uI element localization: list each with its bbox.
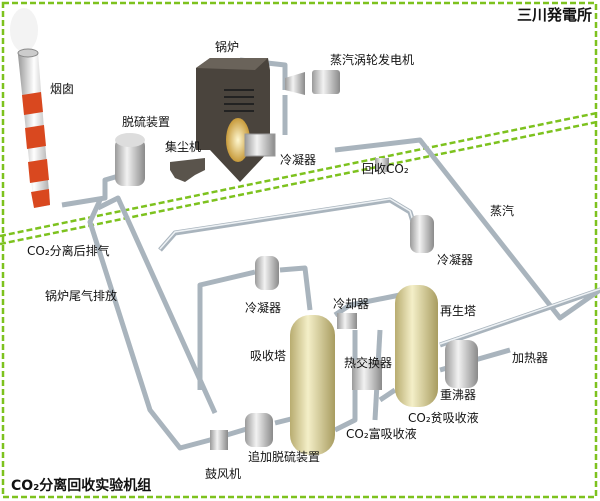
label-reboiler: 重沸器 bbox=[440, 388, 477, 402]
condenser-left-unit bbox=[255, 256, 279, 290]
unit-title: CO₂分离回收实验机组 bbox=[11, 478, 152, 494]
absorber-tower bbox=[290, 315, 335, 455]
label-co2-recovery: 回收CO₂ bbox=[362, 162, 409, 176]
label-heat-exchanger: 热交换器 bbox=[344, 356, 393, 370]
label-blower: 鼓风机 bbox=[205, 467, 242, 481]
label-boiler-exhaust: 锅炉尾气排放 bbox=[45, 289, 118, 303]
label-extra-desulfurization: 追加脱硫装置 bbox=[248, 450, 321, 464]
label-condenser-right: 冷凝器 bbox=[437, 253, 474, 267]
label-lean-solution: CO₂贫吸收液 bbox=[408, 411, 479, 425]
reboiler bbox=[445, 340, 478, 388]
label-chimney: 烟囱 bbox=[50, 82, 75, 96]
plant-title: 三川発電所 bbox=[517, 6, 593, 24]
condenser-right-unit bbox=[410, 215, 434, 253]
label-condenser-top: 冷凝器 bbox=[280, 153, 317, 167]
label-regenerator: 再生塔 bbox=[440, 304, 477, 318]
chimney bbox=[10, 8, 50, 208]
label-desulfurization: 脱硫装置 bbox=[122, 115, 171, 129]
label-cooler: 冷却器 bbox=[333, 297, 370, 311]
boundary-line-upper bbox=[0, 111, 598, 238]
condenser-box bbox=[244, 133, 276, 157]
boiler bbox=[196, 58, 270, 182]
regenerator-tower bbox=[395, 285, 438, 407]
label-heater: 加热器 bbox=[512, 351, 549, 365]
label-absorber: 吸收塔 bbox=[250, 349, 287, 363]
label-dust-collector: 集尘机 bbox=[165, 140, 202, 154]
label-turbine-generator: 蒸汽涡轮发电机 bbox=[330, 53, 415, 67]
label-co2-separated-exhaust: CO₂分离后排气 bbox=[27, 244, 110, 258]
label-boiler: 锅炉 bbox=[215, 40, 240, 54]
desulfurization-unit bbox=[115, 133, 145, 186]
pipe-highlights bbox=[159, 198, 600, 345]
turbine-generator bbox=[285, 70, 340, 95]
extra-desulfurization-unit bbox=[245, 413, 273, 447]
label-steam: 蒸汽 bbox=[490, 204, 515, 218]
label-condenser-left: 冷凝器 bbox=[245, 301, 282, 315]
label-rich-solution: CO₂富吸收液 bbox=[346, 427, 417, 441]
dust-collector bbox=[170, 158, 205, 182]
blower-unit bbox=[210, 430, 228, 450]
boundary-line-lower bbox=[0, 120, 598, 246]
cooler-unit bbox=[337, 313, 357, 329]
heat-exchanger-unit bbox=[352, 360, 382, 390]
co2-recovery-valve bbox=[375, 158, 389, 172]
